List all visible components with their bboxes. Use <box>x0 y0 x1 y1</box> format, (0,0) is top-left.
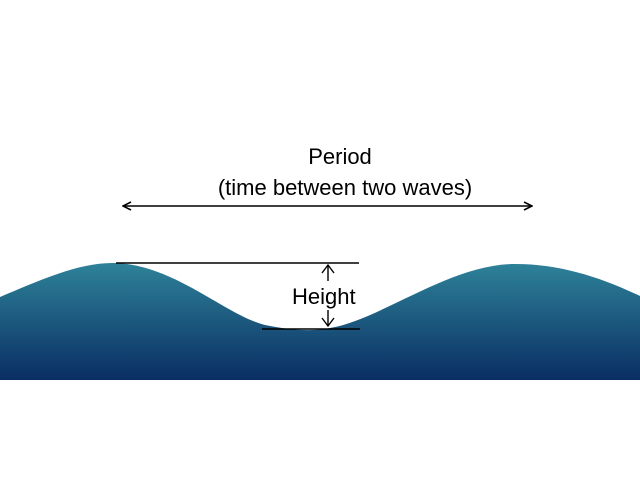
period-description: (time between two waves) <box>217 175 473 200</box>
water-wave <box>0 262 640 380</box>
height-arrow-down-head <box>321 317 335 328</box>
height-arrow-up-head <box>321 263 335 274</box>
height-label: Height <box>292 284 356 309</box>
period-label: Period <box>308 144 372 169</box>
